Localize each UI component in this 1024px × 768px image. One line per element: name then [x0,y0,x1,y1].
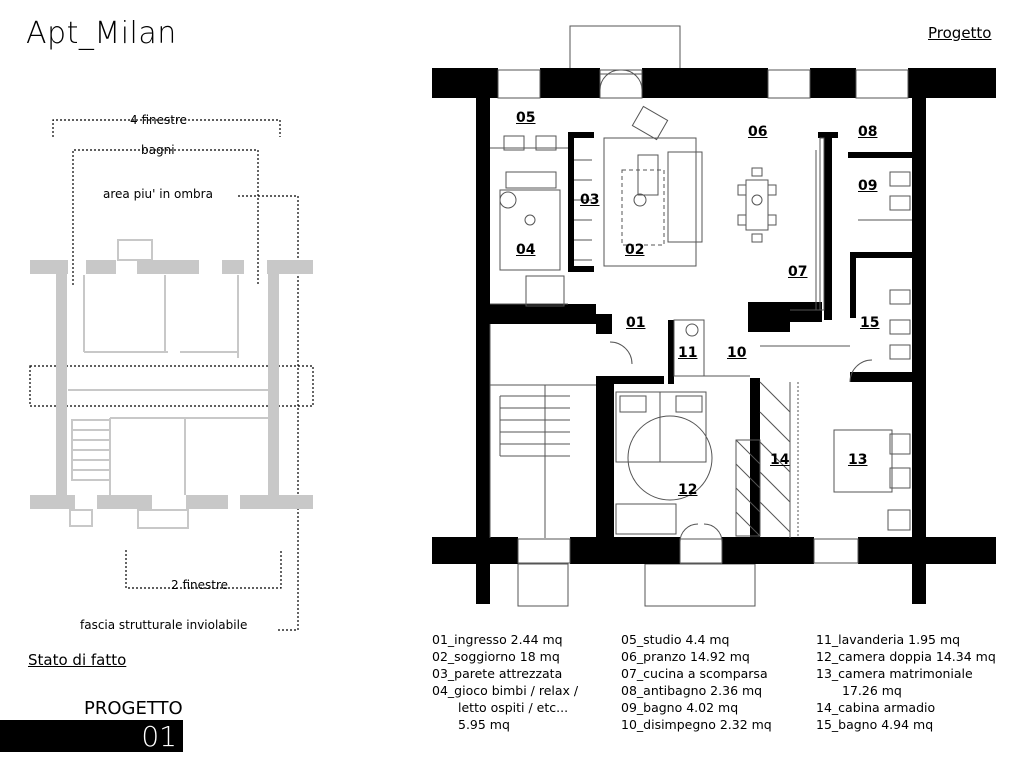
room-label-01: 01 [626,315,646,331]
legend-item: 02_soggiorno 18 mq [432,649,560,664]
bracket-4-finestre [52,119,281,137]
legend-column-1: 01_ingresso 2.44 mq 02_soggiorno 18 mq 0… [432,631,578,733]
legend-item: 5.95 mq [458,717,510,732]
stato-di-fatto-label: Stato di fatto [28,651,127,669]
room-label-08: 08 [858,124,878,140]
legend-item: letto ospiti / etc... [458,700,569,715]
legend-column-3: 11_lavanderia 1.95 mq 12_camera doppia 1… [816,631,996,733]
note-ombra: area piu' in ombra [103,187,213,201]
note-2-finestre: 2 finestre [171,578,229,592]
legend-item: 09_bagno 4.02 mq [621,700,739,715]
bracket-ombra [238,195,299,631]
legend-item: 14_cabina armadio [816,700,936,715]
room-label-02: 02 [625,242,645,258]
progetto-label: PROGETTO [84,698,183,719]
room-label-12: 12 [678,482,698,498]
room-label-05: 05 [516,110,536,126]
room-label-11: 11 [678,345,698,361]
room-label-14: 14 [770,452,790,468]
room-label-04: 04 [516,242,536,258]
room-label-03: 03 [580,192,600,208]
existing-plan [29,119,314,631]
legend-item: 17.26 mq [842,683,902,698]
balcony-top [569,25,681,75]
room-label-15: 15 [860,315,880,331]
project-label: Progetto [928,24,992,42]
legend-item: 07_cucina a scomparsa [621,666,768,681]
room-label-06: 06 [748,124,768,140]
note-4-finestre: 4 finestre [130,113,188,127]
legend-item: 06_pranzo 14.92 mq [621,649,750,664]
bracket-2-finestre [125,550,282,589]
progetto-number: 01 [141,720,177,753]
legend-item: 01_ingresso 2.44 mq [432,632,563,647]
balcony-bottom-mid [644,563,756,607]
room-label-09: 09 [858,178,878,194]
room-label-07: 07 [788,264,808,280]
room-label-10: 10 [727,345,747,361]
walls [432,68,996,604]
legend-item: 08_antibagno 2.36 mq [621,683,763,698]
fascia-band [29,365,314,407]
project-plan [432,25,996,607]
legend-item: 10_disimpegno 2.32 mq [621,717,772,732]
legend-item: 05_studio 4.4 mq [621,632,730,647]
legend-item: 13_camera matrimoniale [816,666,973,681]
existing-walls [30,260,313,509]
legend-item: 11_lavanderia 1.95 mq [816,632,961,647]
balcony-bottom-left [517,563,569,607]
legend-item: 03_parete attrezzata [432,666,563,681]
progetto-bar: 01 [0,720,183,753]
legend-column-2: 05_studio 4.4 mq 06_pranzo 14.92 mq 07_c… [621,631,772,733]
note-bagni: bagni [141,143,175,157]
page-title: Apt_Milan [26,16,177,51]
note-fascia: fascia strutturale inviolabile [80,618,248,632]
room-label-13: 13 [848,452,868,468]
legend-item: 15_bagno 4.94 mq [816,717,934,732]
legend-item: 12_camera doppia 14.34 mq [816,649,996,664]
legend-item: 04_gioco bimbi / relax / [432,683,579,698]
